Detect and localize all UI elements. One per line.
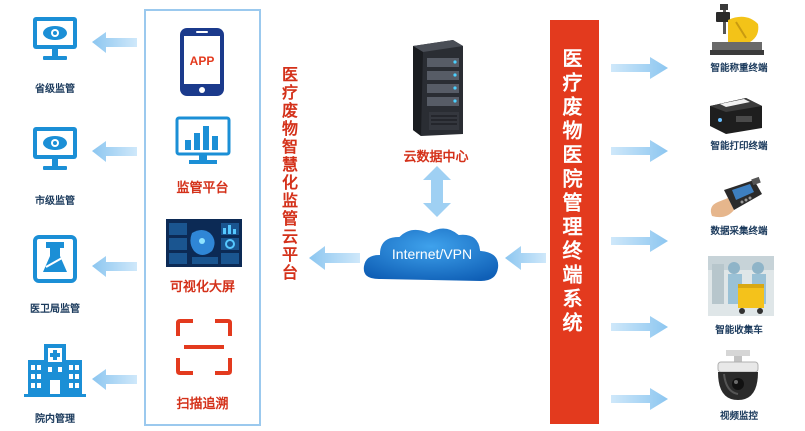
right-label-data-collection: 数据采集终端 — [710, 226, 768, 237]
cloud-to-platform-arrow — [309, 246, 360, 270]
left-label-provincial: 省级监管 — [35, 84, 75, 95]
scan-frame-icon — [176, 319, 232, 375]
panel-label-big-screen: 可视化大屏 — [169, 280, 235, 295]
left-arrow-1 — [92, 32, 137, 53]
cloud-icon — [361, 226, 501, 284]
left-label-city: 市级监管 — [35, 196, 75, 207]
right-arrow-3 — [611, 230, 668, 252]
app-text: APP — [190, 54, 215, 68]
dashboard-screen-icon — [166, 219, 242, 267]
hospital-icon — [24, 344, 86, 397]
left-arrow-4 — [92, 369, 137, 390]
left-label-hospital: 院内管理 — [35, 414, 75, 425]
monitor-eye-icon — [33, 127, 77, 170]
bar-chart-monitor-icon — [175, 116, 231, 164]
left-arrow-3 — [92, 256, 137, 277]
right-label-video: 视频监控 — [719, 411, 758, 422]
right-label-collection-cart: 智能收集车 — [715, 325, 763, 336]
server-cloud-double-arrow — [423, 166, 451, 217]
printer-icon — [710, 98, 762, 134]
terminal-system-title: 医疗废物医院管理终端系统 — [559, 48, 583, 336]
platform-title: 医疗废物智慧化监管云平台 — [279, 66, 298, 282]
terminal-to-cloud-arrow — [505, 246, 546, 270]
flask-badge-icon — [33, 235, 77, 283]
monitor-eye-icon — [33, 17, 77, 60]
server-label: 云数据中心 — [403, 150, 469, 165]
right-arrow-1 — [611, 57, 668, 79]
terminal-system-bar — [550, 20, 599, 424]
right-label-weighing: 智能称重终端 — [710, 63, 768, 74]
left-label-health-bureau: 医卫局监管 — [30, 304, 80, 315]
dome-camera-icon — [717, 350, 759, 400]
phone-app-icon: APP — [180, 28, 224, 96]
right-arrow-4 — [611, 316, 668, 338]
panel-label-scan-trace: 扫描追溯 — [176, 397, 229, 412]
right-arrow-5 — [611, 388, 668, 410]
panel-label-monitoring: 监管平台 — [176, 181, 229, 196]
handheld-scanner-icon — [710, 176, 762, 218]
right-label-printing: 智能打印终端 — [710, 141, 768, 152]
platform-app-panel — [144, 9, 261, 426]
left-arrow-2 — [92, 141, 137, 162]
cloud-label: Internet/VPN — [391, 246, 473, 262]
right-arrow-2 — [611, 140, 668, 162]
server-icon — [413, 40, 463, 136]
scale-icon — [710, 4, 764, 55]
collection-cart-icon — [708, 256, 774, 316]
